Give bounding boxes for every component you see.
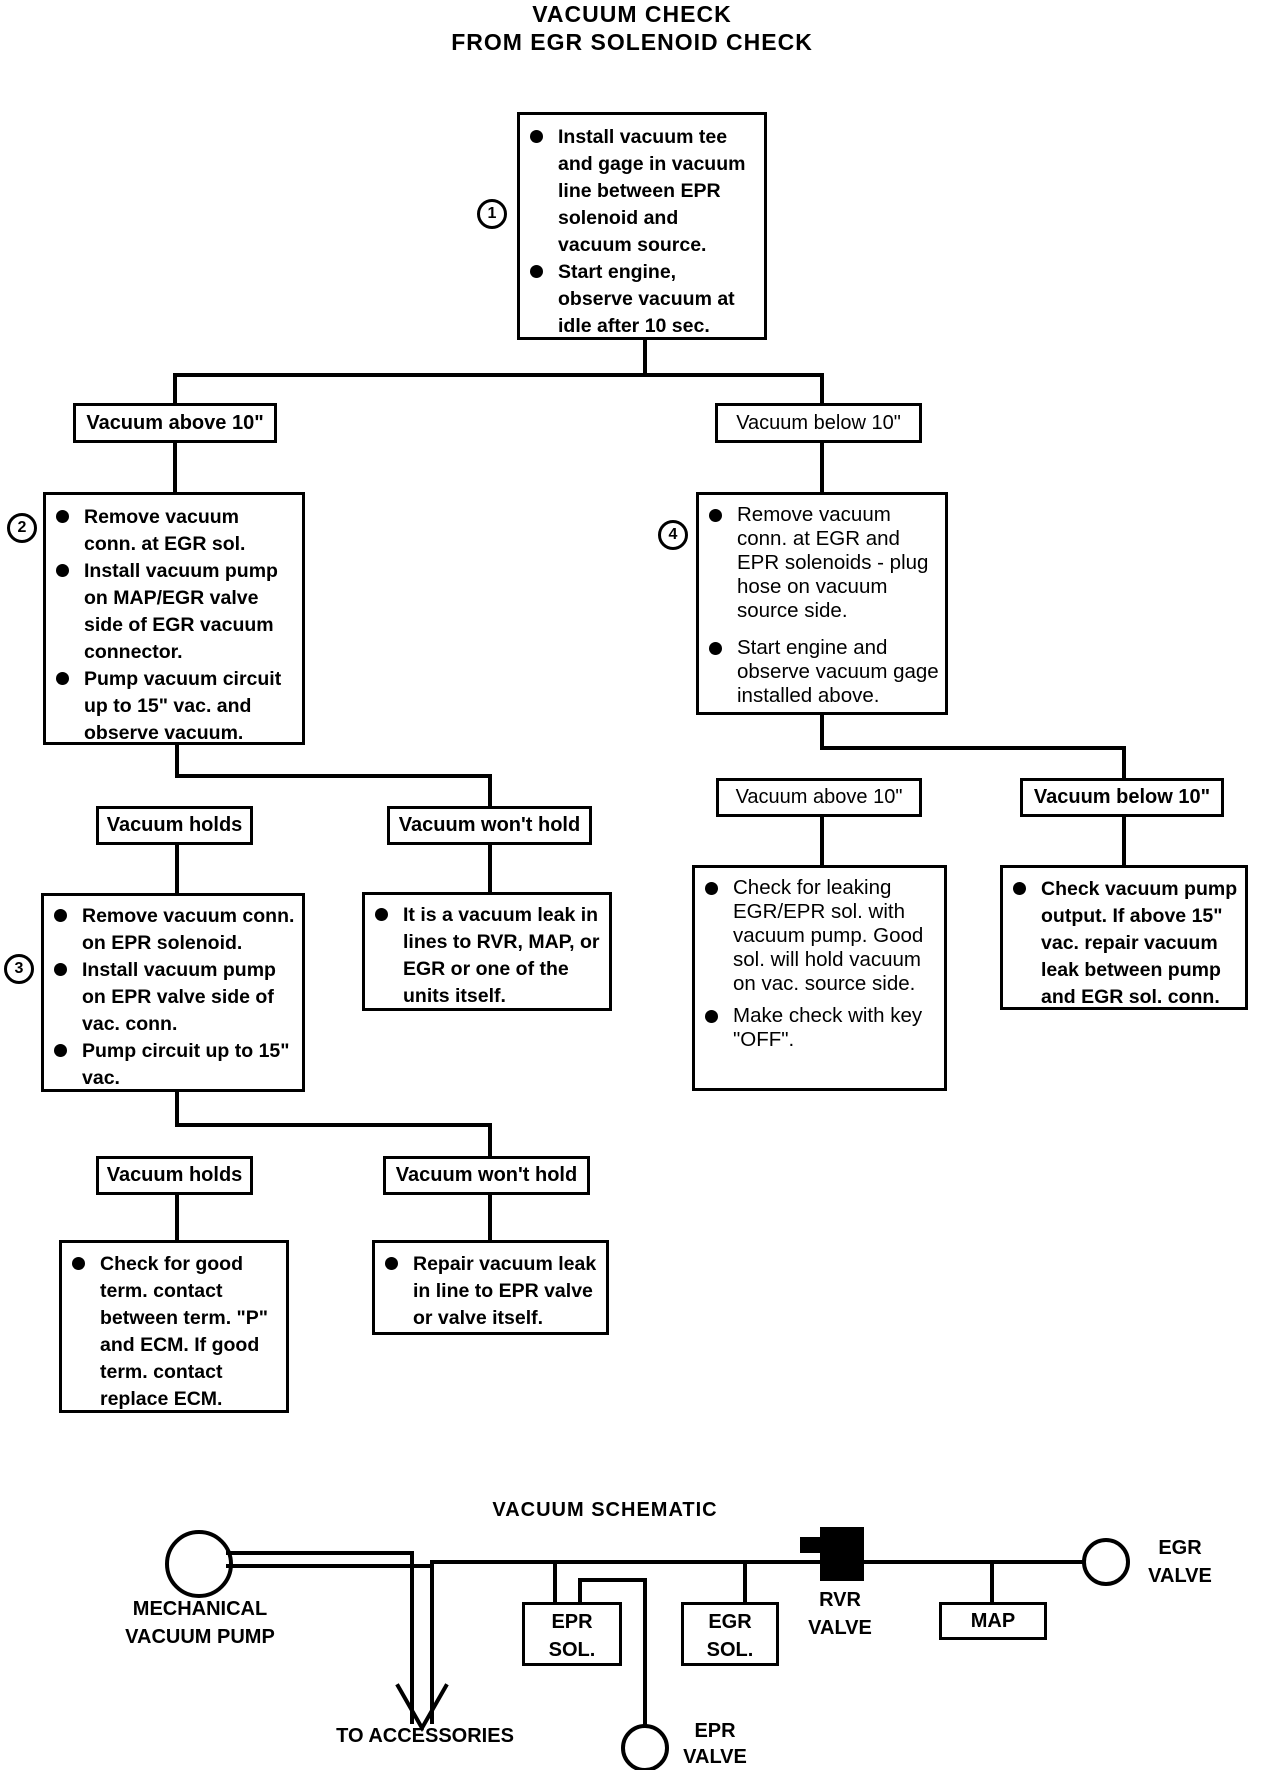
branch-label-step1-below: Vacuum below 10" (715, 403, 922, 443)
result-step4-check-pump-output-text: Check vacuum pump output. If above 15" v… (1003, 876, 1241, 1011)
branch-label-step4-below: Vacuum below 10" (1020, 778, 1224, 817)
step3-bullet-1: Remove vacuum conn. on EPR solenoid. (44, 903, 296, 957)
step1-box: Install vacuum tee and gage in vacuum li… (517, 112, 767, 340)
egr-sol-line2: SOL. (706, 1639, 754, 1661)
step2-box: Remove vacuum conn. at EGR sol. Install … (43, 492, 305, 745)
egr-valve-label-line2: VALVE (1148, 1565, 1212, 1587)
mechanical-vacuum-pump-label-line2: VACUUM PUMP (125, 1626, 275, 1648)
egr-valve-label: EGR VALVE (1130, 1534, 1230, 1590)
step3-bullet-2: Install vacuum pump on EPR valve side of… (44, 957, 296, 1038)
rvr-valve-label-line2: VALVE (808, 1617, 872, 1639)
pump-to-accessories-line (226, 1551, 434, 1724)
step4-bullet-1: Remove vacuum conn. at EGR and EPR solen… (699, 503, 941, 623)
step-number-4: 4 (658, 520, 688, 550)
branch-label-step2-holds: Vacuum holds (96, 806, 253, 845)
epr-valve-label-line1: EPR (694, 1720, 736, 1742)
result-step2-leak-text: It is a vacuum leak in lines to RVR, MAP… (365, 902, 605, 1010)
step1-bullet-2: Start engine, observe vacuum at idle aft… (520, 259, 756, 340)
branch-label-step1-above: Vacuum above 10" (73, 403, 277, 443)
egr-sol-line1: EGR (708, 1611, 752, 1633)
epr-valve-symbol (621, 1724, 669, 1770)
vacuum-schematic (165, 1527, 1130, 1770)
page-title-line2: FROM EGR SOLENOID CHECK (451, 29, 813, 55)
map-box: MAP (939, 1602, 1047, 1640)
mechanical-vacuum-pump-symbol (165, 1530, 233, 1598)
step3-bullet-3: Pump circuit up to 15" vac. (44, 1038, 296, 1092)
step4-box: Remove vacuum conn. at EGR and EPR solen… (696, 492, 948, 715)
step2-bullet-2: Install vacuum pump on MAP/EGR valve sid… (46, 558, 296, 666)
to-accessories-label: TO ACCESSORIES (336, 1725, 514, 1747)
step-number-1: 1 (477, 199, 507, 229)
epr-sol-to-epr-valve-line (578, 1578, 647, 1730)
egr-valve-symbol (1082, 1538, 1130, 1586)
result-step4-check-leaking-sol: Check for leaking EGR/EPR sol. with vacu… (692, 865, 947, 1091)
result-step4-check-pump-output: Check vacuum pump output. If above 15" v… (1000, 865, 1248, 1010)
step1-bullet-1: Install vacuum tee and gage in vacuum li… (520, 124, 756, 259)
branch-label-step3-holds: Vacuum holds (96, 1156, 253, 1195)
branch-label-step2-wont-hold: Vacuum won't hold (387, 806, 592, 845)
result-step4-key-off-text: Make check with key "OFF". (695, 1004, 940, 1052)
epr-valve-label-line2: VALVE (683, 1746, 747, 1768)
epr-sol-box: EPR SOL. (522, 1602, 622, 1666)
rvr-valve-label: RVR VALVE (790, 1586, 890, 1642)
accessories-arrowhead (395, 1683, 449, 1733)
step-number-3: 3 (4, 954, 34, 984)
result-step3-repair-leak-text: Repair vacuum leak in line to EPR valve … (375, 1251, 602, 1332)
page-title-line1: VACUUM CHECK (532, 1, 732, 27)
mechanical-vacuum-pump-label-line1: MECHANICAL (132, 1598, 268, 1620)
rvr-valve-symbol (820, 1527, 864, 1581)
result-step3-good-contact-text: Check for good term. contact between ter… (62, 1251, 282, 1413)
step3-box: Remove vacuum conn. on EPR solenoid. Ins… (41, 893, 305, 1092)
result-step3-repair-leak: Repair vacuum leak in line to EPR valve … (372, 1240, 609, 1335)
result-step3-good-contact: Check for good term. contact between ter… (59, 1240, 289, 1413)
branch-label-step3-wont-hold: Vacuum won't hold (383, 1156, 590, 1195)
rvr-valve-nub (800, 1537, 822, 1553)
result-step4-check-leaking-sol-text: Check for leaking EGR/EPR sol. with vacu… (695, 876, 940, 996)
page-title: VACUUM CHECK FROM EGR SOLENOID CHECK (0, 0, 1264, 56)
egr-valve-label-line1: EGR (1158, 1537, 1202, 1559)
result-step2-leak: It is a vacuum leak in lines to RVR, MAP… (362, 892, 612, 1011)
step-number-2: 2 (7, 513, 37, 543)
step4-bullet-2: Start engine and observe vacuum gage ins… (699, 636, 941, 708)
schematic-title: VACUUM SCHEMATIC (492, 1499, 718, 1521)
rvr-valve-label-line1: RVR (819, 1589, 861, 1611)
epr-sol-line2: SOL. (548, 1639, 596, 1661)
step2-bullet-1: Remove vacuum conn. at EGR sol. (46, 504, 296, 558)
branch-label-step4-above: Vacuum above 10" (716, 778, 922, 817)
epr-sol-line1: EPR (551, 1611, 593, 1633)
egr-sol-box: EGR SOL. (681, 1602, 779, 1666)
mechanical-vacuum-pump-label: MECHANICAL VACUUM PUMP (95, 1595, 305, 1651)
epr-valve-label: EPR VALVE (670, 1718, 760, 1770)
step2-bullet-3: Pump vacuum circuit up to 15" vac. and o… (46, 666, 296, 747)
